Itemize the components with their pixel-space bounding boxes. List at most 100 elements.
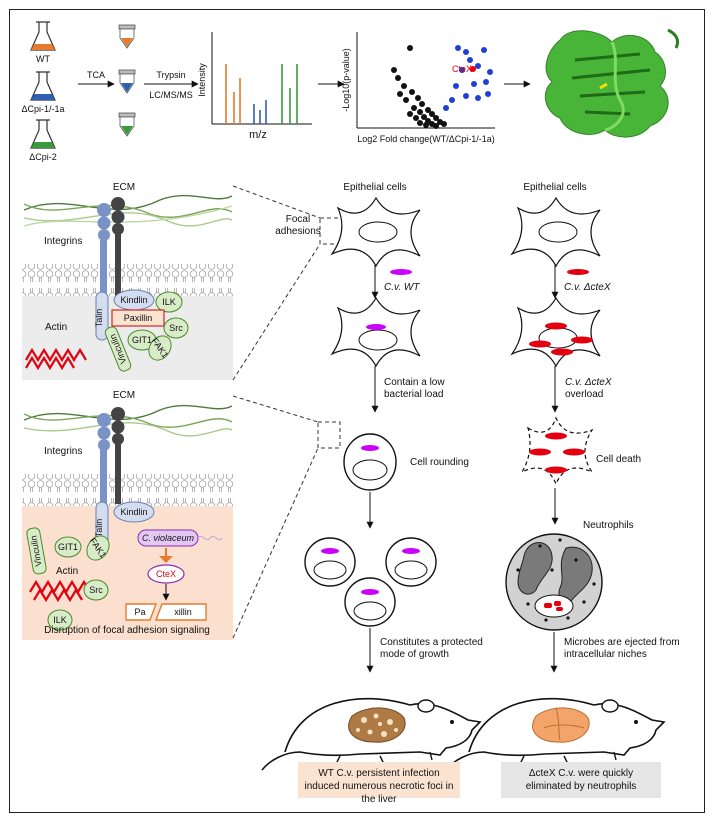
git1-label: GIT1 <box>132 335 152 345</box>
paxillin-label: Paxillin <box>124 313 153 323</box>
fak1-node <box>148 335 172 361</box>
wt-pathway: Epithelial cells Focal adhesions C.v. WT… <box>261 182 483 771</box>
talin-node <box>95 291 109 341</box>
ilk-node-2 <box>47 609 73 631</box>
daughter-cell-3-bacterium <box>361 589 379 595</box>
rounded-cell-nucleus <box>352 459 388 481</box>
src-node-2 <box>83 579 109 601</box>
tca-label: TCA <box>87 70 105 80</box>
lcms-label: LC/MS/MS <box>149 90 193 100</box>
daughter-cell-1-nucleus <box>313 560 347 580</box>
tube-blue-icon <box>118 69 136 94</box>
cv-wt-label: C.v. WT <box>384 282 420 293</box>
flagellum-icon <box>197 535 223 541</box>
actin-label-2: Actin <box>56 566 78 577</box>
focal-adhesion-zoom-box-2 <box>317 421 341 449</box>
wt-header: Epithelial cells <box>343 182 406 193</box>
ctex-label: CteX <box>156 569 176 579</box>
figure-frame <box>9 9 705 813</box>
actin-label: Actin <box>45 322 67 333</box>
vinculin-node <box>104 326 132 372</box>
paxillin-node <box>111 309 165 327</box>
mutant-header: Epithelial cells <box>523 182 586 193</box>
actin-filament <box>25 347 87 371</box>
volcano-ylabel: -Log10(p-value) <box>341 48 351 112</box>
eject-line2: intracellular niches <box>564 649 647 660</box>
volcano-ctex-label: CteX <box>452 64 472 74</box>
focal-label-2: adhesions <box>275 226 321 237</box>
kindlin-label: Kindlin <box>120 295 147 305</box>
mass-spectrum <box>211 32 312 125</box>
spectrum-xlabel: m/z <box>249 129 267 141</box>
fak1-node-2 <box>86 535 110 561</box>
git1-node-2 <box>54 536 82 558</box>
daughter-cell-2-bacterium <box>402 548 420 554</box>
mutant-pathway: Epithelial cells C.v. ΔcteX C.v. ΔcteX o… <box>445 182 680 771</box>
strain-cpi2-label: ΔCpi-2 <box>29 152 57 162</box>
cviolaceum-label: C. violaceum <box>142 533 195 543</box>
src-label-2: Src <box>89 585 103 595</box>
daughter-cell-2-nucleus <box>394 560 428 580</box>
flask-cpi1-icon <box>30 71 56 101</box>
disrupted-membrane <box>22 474 233 506</box>
wt-step1-line1: Contain a low <box>384 377 445 388</box>
mutant-result-box: ΔcteX C.v. were quickly eliminated by ne… <box>501 762 661 798</box>
neutrophils-label: Neutrophils <box>583 520 634 531</box>
cv-ctex-bacterium-icon <box>567 269 589 275</box>
dying-cell <box>520 416 594 486</box>
neutrophil-icon <box>505 533 603 631</box>
focal-adhesion-intact-panel: ECM Integrins Talin Kindlin ILK Paxillin… <box>22 182 233 380</box>
talin-label: Talin <box>94 309 104 328</box>
spectrum-ylabel: Intensity <box>197 63 207 97</box>
src-label: Src <box>169 323 183 333</box>
intracellular-bacterium-wt <box>366 324 386 330</box>
strain-wt-label: WT <box>36 54 50 64</box>
nucleus-wt <box>358 221 398 243</box>
pax-fragment-left-label: Pa <box>134 607 145 617</box>
mouse-mutant-icon <box>445 697 666 771</box>
protein-structure-image <box>544 28 680 138</box>
dying-cell-bacteria <box>529 432 585 474</box>
rounded-cell-bacterium <box>361 445 379 451</box>
tube-orange-icon <box>118 24 136 49</box>
nucleus-mutant <box>538 221 578 243</box>
volcano-xlabel: Log2 Fold change(WT/ΔCpi-1/-1a) <box>357 134 495 144</box>
pax-fragment-right-label: xillin <box>174 607 192 617</box>
integrin-dimer <box>97 197 125 320</box>
integrin-dimer-2 <box>97 407 125 510</box>
secretion-icon <box>159 556 173 563</box>
daughter-cell-1-bacterium <box>321 548 339 554</box>
overload-line1: C.v. ΔcteX <box>565 377 612 388</box>
wt-result-box: WT C.v. persistent infection induced num… <box>298 762 460 805</box>
ecm-label-2: ECM <box>113 390 135 401</box>
ecm-fibers <box>23 194 233 227</box>
kindlin-label-2: Kindlin <box>120 507 147 517</box>
ilk-label-2: ILK <box>53 615 67 625</box>
wt-step3-line2: mode of growth <box>380 649 449 660</box>
ecm-fibers-2 <box>23 404 233 437</box>
trypsin-label: Trypsin <box>156 70 185 80</box>
ecm-label: ECM <box>113 182 135 193</box>
wt-step2-label: Cell rounding <box>410 457 469 468</box>
ilk-node <box>155 291 183 313</box>
overload-line2: overload <box>565 389 603 400</box>
src-node <box>163 317 189 339</box>
focal-label-1: Focal <box>286 214 310 225</box>
wt-step3-line1: Constitutes a protected <box>380 637 483 648</box>
paxillin-fragment-left <box>125 603 158 621</box>
cv-ctex-label: C.v. ΔcteX <box>564 282 611 293</box>
git1-label-2: GIT1 <box>58 542 78 552</box>
cell-death-label: Cell death <box>596 454 641 465</box>
vinculin-node-2 <box>26 527 47 575</box>
integrins-label-2: Integrins <box>44 446 82 457</box>
mouse-wt-icon <box>261 697 482 771</box>
nucleus-wt-infected <box>358 329 398 351</box>
disruption-caption: Disruption of focal adhesion signaling <box>44 625 210 636</box>
flask-cpi2-icon <box>30 119 56 149</box>
paxillin-fragment-right <box>154 603 207 621</box>
focal-adhesion-disrupted-panel: ECM Integrins Talin Kindlin Vinculin GIT… <box>22 390 233 640</box>
intracellular-bacteria-overload <box>529 322 593 356</box>
daughter-cell-3-nucleus <box>353 601 387 621</box>
ctex-node <box>147 564 185 584</box>
